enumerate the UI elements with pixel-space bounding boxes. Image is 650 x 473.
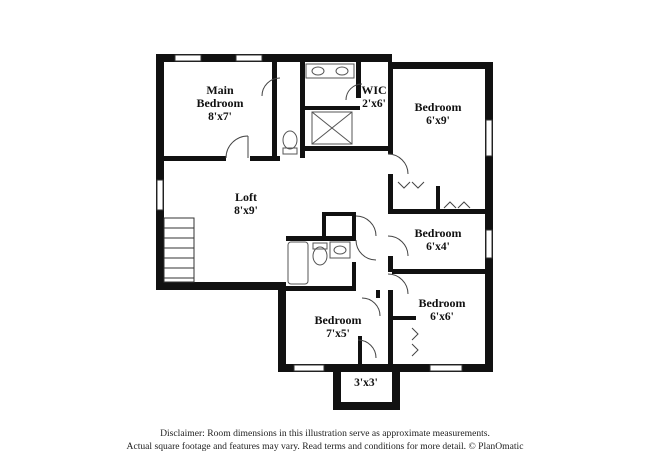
windows — [156, 54, 493, 372]
bedroom-s-label: Bedroom — [314, 313, 361, 327]
disclaimer-line-2: Actual square footage and features may v… — [126, 441, 524, 452]
bedroom-se-size: 6'x6' — [430, 311, 454, 323]
sink-icon — [335, 66, 349, 76]
bedroom-e-label: Bedroom — [414, 226, 461, 240]
bathtub-icon — [287, 241, 309, 285]
main-bedroom-label-2: Bedroom — [196, 96, 243, 110]
wic-size: 2'x6' — [362, 98, 386, 110]
closet-size: 3'x3' — [354, 377, 378, 389]
disclaimer-line-1: Disclaimer: Room dimensions in this illu… — [160, 428, 490, 439]
room-labels: Main Bedroom 8'x7' WIC 2'x6' Bedroom 6'x… — [196, 83, 465, 389]
closet-doors — [397, 181, 471, 357]
main-bedroom-label-1: Main — [206, 83, 234, 97]
interior-walls — [164, 62, 485, 364]
bedroom-ne-label: Bedroom — [414, 100, 461, 114]
loft-label: Loft — [235, 190, 257, 204]
exterior-walls — [156, 54, 493, 410]
loft-size: 8'x9' — [234, 205, 258, 217]
bathroom-fixtures — [282, 63, 355, 285]
stairs — [163, 217, 195, 283]
bedroom-s-size: 7'x5' — [326, 328, 350, 340]
bedroom-ne-size: 6'x9' — [426, 115, 450, 127]
bedroom-se-label: Bedroom — [418, 296, 465, 310]
toilet-icon — [312, 246, 328, 266]
bedroom-e-size: 6'x4' — [426, 241, 450, 253]
sink-icon — [311, 66, 325, 76]
main-bedroom-size: 8'x7' — [208, 111, 232, 123]
wic-label: WIC — [361, 83, 386, 97]
toilet-icon — [282, 130, 298, 150]
shower-icon — [311, 111, 353, 145]
door-swings — [225, 77, 409, 359]
sink-icon — [333, 245, 347, 255]
